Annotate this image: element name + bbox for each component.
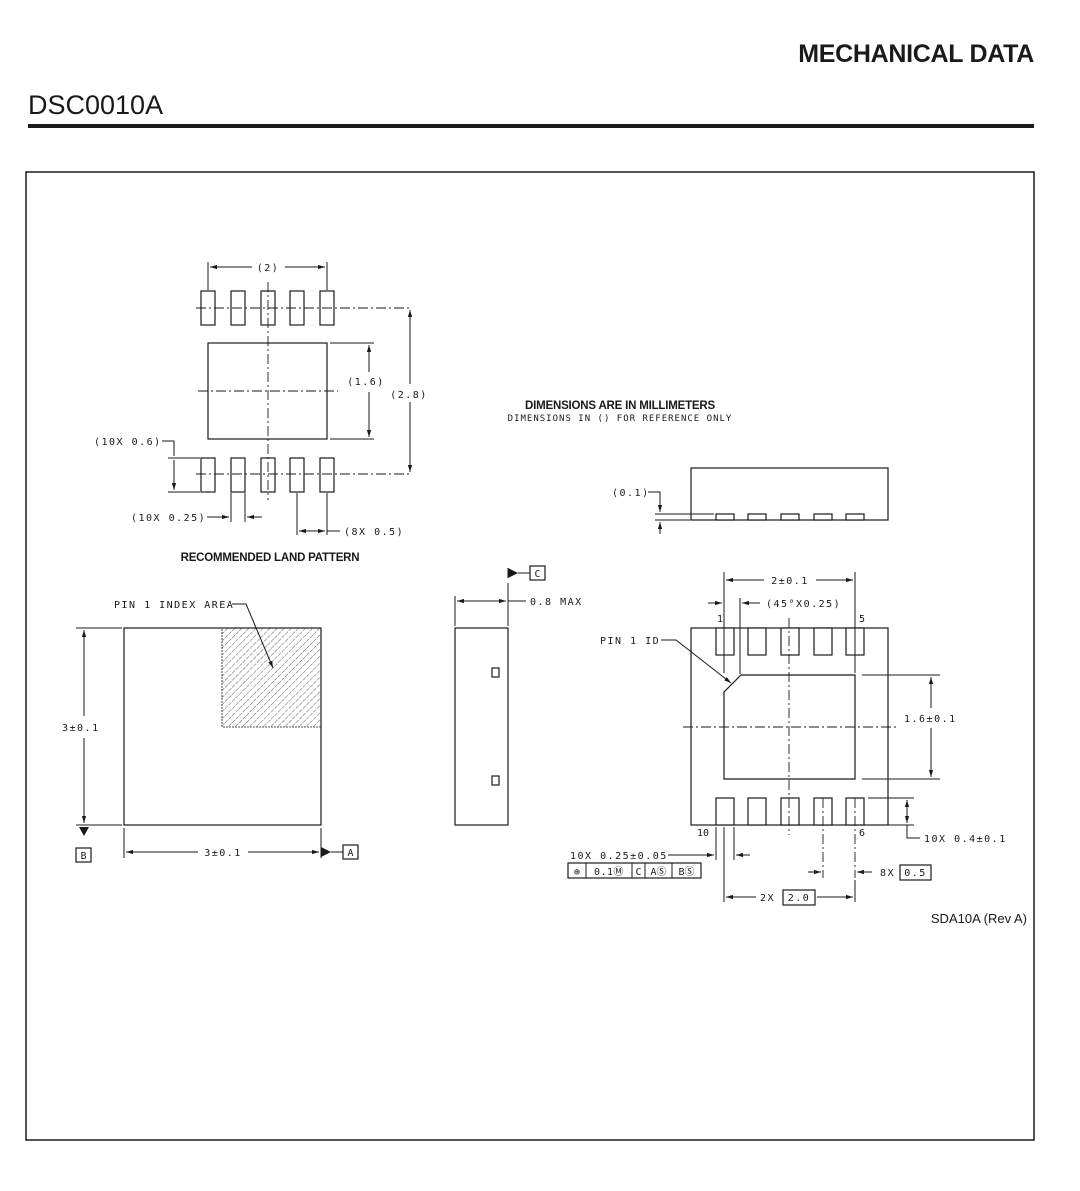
dim-land-pad-height: (1.6) [347,377,385,388]
pin1-index-label: PIN 1 INDEX AREA [114,600,234,611]
lead [747,627,767,656]
units-note-title: DIMENSIONS ARE IN MILLIMETERS [525,400,715,412]
feature-control-frame: ⊕ 0.1Ⓜ C AⓈ BⓈ [567,862,702,879]
pin-label-1: 1 [717,614,723,625]
datum-c: C [534,569,540,580]
dim-land-width: (2) [257,263,280,274]
package-id: DSC0010A [28,90,164,120]
land-pad [200,457,216,493]
lead [813,627,833,656]
pin-label-6: 6 [859,828,865,839]
dim-body-height: 3±0.1 [62,723,100,734]
dim-body-width: 3±0.1 [204,848,242,859]
thermal-pad [723,674,856,780]
lead [780,627,800,656]
fcf-datum-b: BⓈ [678,866,694,878]
dim-land-total-height: (2.8) [390,390,428,401]
dim-standoff: (0.1) [612,488,650,499]
land-pad [289,457,305,493]
dim-land-pitch: (8X 0.5) [344,527,404,538]
datum-a: A [347,848,353,859]
pin-label-5: 5 [859,614,865,625]
dim-chamfer: (45°X0.25) [766,599,841,610]
section-title: MECHANICAL DATA [798,40,1034,68]
units-note-subtitle: DIMENSIONS IN () FOR REFERENCE ONLY [508,414,733,424]
side-view-center: 0.8 MAX C [454,565,583,826]
header-rule [28,124,1034,128]
lead [747,797,767,826]
drawing-number: SDA10A (Rev A) [931,911,1027,926]
pin-label-10: 10 [697,828,709,839]
dim-pad-height: 1.6±0.1 [904,714,957,725]
land-pattern: (2) (1.6) (2.8) (10X 0.6) (10X 0.25) (8X… [94,262,428,564]
dim-pitch-prefix: 8X [880,868,895,879]
land-pad [319,457,335,493]
lead [715,797,735,826]
land-pattern-title: RECOMMENDED LAND PATTERN [181,552,360,564]
dim-land-pad-length: (10X 0.6) [94,437,162,448]
side-view-body [690,467,889,521]
dim-lead-width: 10X 0.25±0.05 [570,851,668,862]
pin1-index-area [221,627,322,728]
lead [715,627,735,656]
land-pad [230,457,246,493]
lead [780,797,800,826]
dim-package-height: 0.8 MAX [530,597,583,608]
dim-span-value: 2.0 [788,893,811,904]
dim-lead-length: 10X 0.4±0.1 [924,834,1007,845]
datum-b: B [80,851,86,862]
top-view: PIN 1 INDEX AREA 3±0.1 B 3±0.1 A [62,600,359,863]
bottom-view: 1 5 6 10 PIN 1 ID 2±0.1 (45°X0.25) 1.6±0… [567,572,1007,906]
dim-pad-width: 2±0.1 [771,576,809,587]
dim-land-pad-width: (10X 0.25) [131,513,206,524]
fcf-datum-a: AⓈ [650,866,666,878]
fcf-datum-c: C [635,867,641,878]
pin1-id-label: PIN 1 ID [600,636,660,647]
drawing-frame [25,171,1035,1141]
dim-pitch-value: 0.5 [904,868,927,879]
fcf-symbol: ⊕ [574,867,580,878]
dim-span-prefix: 2X [760,893,775,904]
side-view-profile [454,627,509,826]
fcf-tolerance: 0.1Ⓜ [594,866,624,878]
side-view-right: (0.1) [612,467,889,534]
